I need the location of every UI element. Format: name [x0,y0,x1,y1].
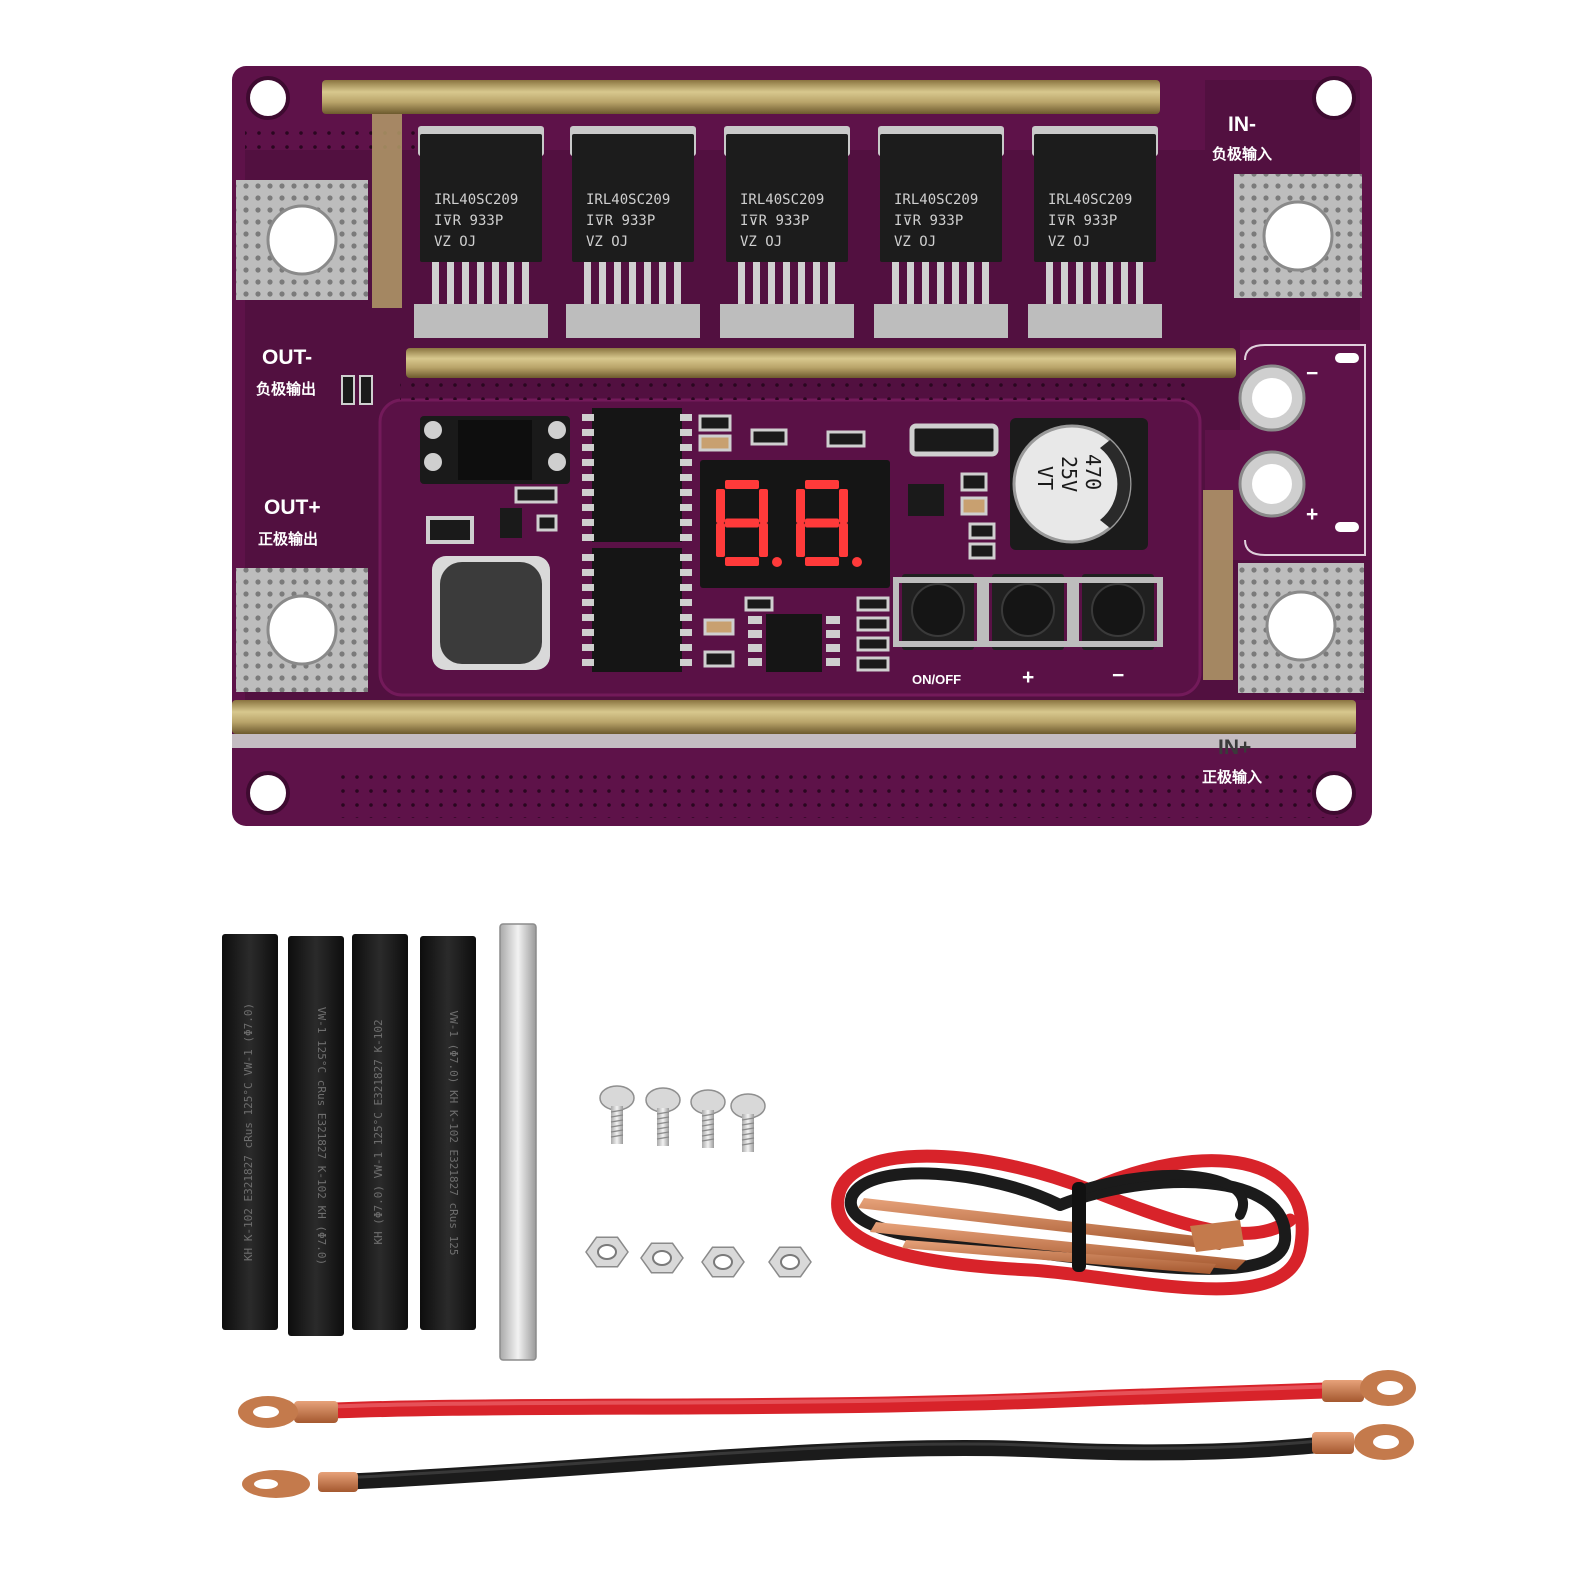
mosfet-1-marking-3: VZ OJ [434,234,476,250]
copper-bar-top [322,80,1160,114]
mosfet-1-marking-1: IRL40SC209 [434,192,518,208]
buzzer [432,556,550,670]
mosfet-4-marking-3: VZ OJ [894,234,936,250]
heat-shrink-tube-2-print: VW-1 125°C cRus E321827 K-102 KH (Φ7.0) [315,1007,328,1265]
mosfet-5-marking-1: IRL40SC209 [1048,192,1132,208]
via-strip-middle [400,378,1190,400]
black-cable-with-lugs [242,1424,1414,1498]
nuts [585,1236,812,1278]
label-btn-minus: − [1112,664,1125,687]
pad-in-minus [1234,174,1362,298]
mosfet-3-marking-3: VZ OJ [740,234,782,250]
screw-4 [730,1093,766,1152]
solder-strip-left [372,112,402,308]
cap-line1: 470 [1081,454,1105,490]
heat-shrink-tube-1: KH K-102 E321827 cRus 125°C VW-1 (Φ7.0) [222,934,278,1330]
mosfet-3-marking-1: IRL40SC209 [740,192,824,208]
welding-pen-tips [858,1198,1246,1274]
button-minus[interactable] [1073,574,1163,650]
label-terminal-minus: − [1306,362,1319,385]
solder-strip-right [1203,490,1233,680]
mosfet-2-marking-3: VZ OJ [586,234,628,250]
screw-3 [690,1089,726,1148]
nut-1 [585,1236,629,1268]
screw-1 [599,1085,635,1144]
mosfet-5-marking-2: I⊽R 933P [1048,213,1117,229]
heat-shrink-tube-1-print: KH K-102 E321827 cRus 125°C VW-1 (Φ7.0) [242,1003,255,1261]
mcu-chip-bottom [582,548,692,672]
heat-shrink-tube-4: VW-1 (Φ7.0) KH K-102 E321827 cRus 125 [420,936,476,1330]
mosfet-4-marking-1: IRL40SC209 [894,192,978,208]
via-strip-bottom [340,768,1340,818]
label-in-minus-cn: 负极输入 [1212,146,1273,163]
smd-components [341,375,999,672]
label-out-minus: OUT- [262,346,313,369]
pad-strip-bottom [232,734,1356,748]
mount-hole-br [1312,771,1356,815]
mosfet-1-marking-2: I⊽R 933P [434,213,503,229]
screws [599,1085,766,1152]
label-out-plus-cn: 正极输出 [258,531,319,548]
mosfet-4-marking-2: I⊽R 933P [894,213,963,229]
seven-segment-display [700,460,890,588]
label-out-plus: OUT+ [264,496,321,519]
mount-hole-tl [246,76,290,120]
mosfet-2-marking-1: IRL40SC209 [586,192,670,208]
red-cable-with-lugs [238,1370,1416,1428]
label-in-plus-cn: 正极输入 [1202,769,1263,786]
heat-shrink-tube-2: VW-1 125°C cRus E321827 K-102 KH (Φ7.0) [288,936,344,1336]
mosfet-5-marking-3: VZ OJ [1048,234,1090,250]
heat-shrink-tube-3: KH (Φ7.0) VW-1 125°C E321827 K-102 [352,934,408,1330]
label-out-minus-cn: 负极输出 [256,381,317,398]
electrolytic-capacitor: 470 25V VT [1010,418,1148,550]
label-terminal-plus: + [1306,503,1319,526]
mount-hole-bl [246,771,290,815]
mosfet-3-marking-2: I⊽R 933P [740,213,809,229]
label-btn-onoff: ON/OFF [912,672,962,687]
pad-out-plus [236,568,368,692]
heat-shrink-tube-4-print: VW-1 (Φ7.0) KH K-102 E321827 cRus 125 [447,1010,460,1255]
screw-2 [645,1087,681,1146]
label-btn-plus: + [1022,666,1035,689]
nut-2 [640,1242,684,1274]
nut-4 [768,1246,812,1278]
mount-hole-tr [1312,76,1356,120]
welding-pen-cables [831,1149,1309,1296]
display-digit-2 [796,480,862,567]
mosfet-2-marking-2: I⊽R 933P [586,213,655,229]
cap-line2: 25V [1057,456,1081,492]
relay-chip [420,416,570,484]
mcu-chip-top [582,408,692,542]
pad-out-minus [236,180,368,300]
heat-shrink-tube-3-print: KH (Φ7.0) VW-1 125°C E321827 K-102 [372,1019,385,1244]
label-in-plus: IN+ [1218,736,1252,759]
copper-bar-middle [406,348,1236,378]
driver-chip [748,614,840,672]
heat-shrink-tubes: KH K-102 E321827 cRus 125°C VW-1 (Φ7.0) V… [222,934,476,1336]
nickel-strip [499,923,537,1361]
display-digit-1 [716,480,782,567]
button-onoff[interactable] [893,574,983,650]
button-plus[interactable] [983,574,1073,650]
nut-3 [701,1246,745,1278]
pad-in-plus [1238,563,1364,693]
label-in-minus: IN- [1228,113,1256,136]
copper-bar-bottom [232,700,1356,734]
battery-terminal [1238,344,1366,556]
cap-line3: VT [1033,466,1057,490]
